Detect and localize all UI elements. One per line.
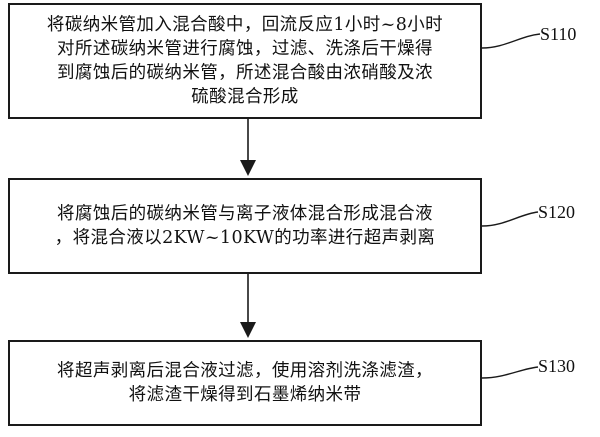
step-box-s120: 将腐蚀后的碳纳米管与离子液体混合形成混合液 ，将混合液以2KW~10KW的功率进… <box>8 178 482 274</box>
step-label-s110: S110 <box>540 24 577 44</box>
step-label-s120: S120 <box>538 202 576 222</box>
step-label-s130: S130 <box>538 356 576 376</box>
step-line: 将碳纳米管加入混合酸中，回流反应1小时~8小时 <box>46 15 444 35</box>
step-line: ，将混合液以2KW~10KW的功率进行超声剥离 <box>54 228 436 248</box>
step-line: 将滤渣干燥得到石墨烯纳米带 <box>128 385 362 405</box>
step-box-s130: 将超声剥离后混合液过滤，使用溶剂洗涤滤渣， 将滤渣干燥得到石墨烯纳米带 <box>8 340 482 426</box>
step-box-s110: 将碳纳米管加入混合酸中，回流反应1小时~8小时 对所述碳纳米管进行腐蚀，过滤、洗… <box>8 3 482 119</box>
leader-line-s130 <box>481 366 539 379</box>
step-text-s130: 将超声剥离后混合液过滤，使用溶剂洗涤滤渣， 将滤渣干燥得到石墨烯纳米带 <box>57 359 433 407</box>
step-line: 硫酸混合形成 <box>191 87 299 107</box>
step-line: 对所述碳纳米管进行腐蚀，过滤、洗涤后干燥得 <box>57 39 433 59</box>
step-text-s120: 将腐蚀后的碳纳米管与离子液体混合形成混合液 ，将混合液以2KW~10KW的功率进… <box>55 202 436 250</box>
step-line: 将超声剥离后混合液过滤，使用溶剂洗涤滤渣， <box>57 361 433 381</box>
leader-line-s110 <box>481 33 541 49</box>
step-line: 将腐蚀后的碳纳米管与离子液体混合形成混合液 <box>57 204 433 224</box>
leader-line-s120 <box>481 211 539 227</box>
step-text-s110: 将碳纳米管加入混合酸中，回流反应1小时~8小时 对所述碳纳米管进行腐蚀，过滤、洗… <box>47 13 443 109</box>
step-line: 到腐蚀后的碳纳米管，所述混合酸由浓硝酸及浓 <box>57 63 433 83</box>
